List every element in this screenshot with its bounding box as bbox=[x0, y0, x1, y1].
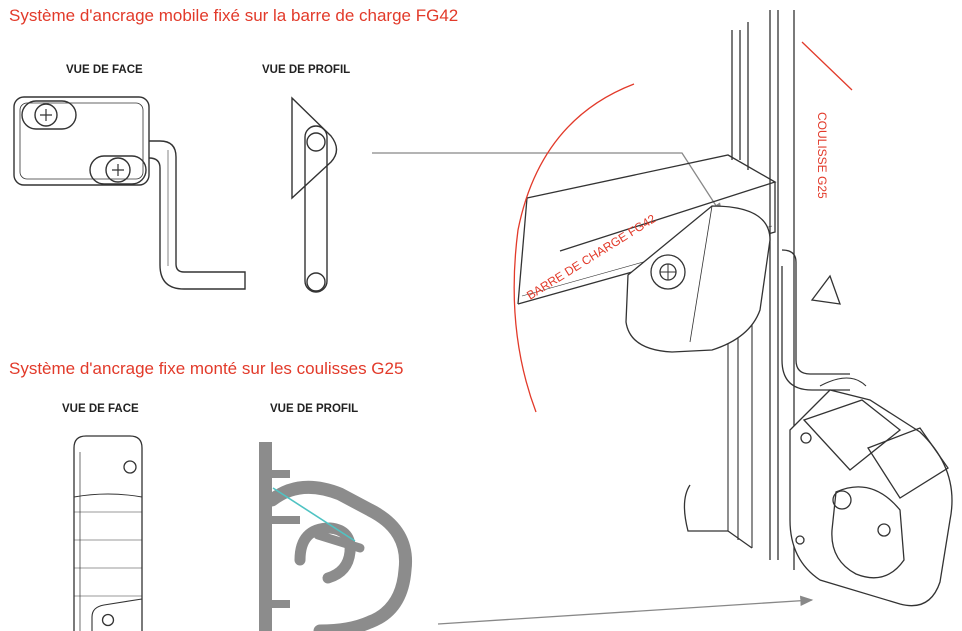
label-slide: COULISSE G25 bbox=[815, 112, 829, 199]
caption-top-profile-view: VUE DE PROFIL bbox=[262, 64, 351, 76]
heading-fixed-anchor: Système d'ancrage fixe monté sur les cou… bbox=[9, 359, 404, 378]
caption-bottom-front-view: VUE DE FACE bbox=[62, 403, 139, 415]
mobile-anchor-front-view bbox=[13, 96, 246, 290]
leader-arrows bbox=[372, 152, 814, 625]
caption-bottom-profile-view: VUE DE PROFIL bbox=[270, 403, 359, 415]
assembly-red-outline bbox=[513, 41, 853, 413]
assembly-isometric-view bbox=[517, 10, 953, 607]
fixed-anchor-front-view bbox=[73, 435, 143, 631]
caption-top-front-view: VUE DE FACE bbox=[66, 64, 143, 76]
fixed-anchor-profile-view bbox=[259, 442, 413, 631]
mobile-anchor-profile-view bbox=[291, 96, 338, 293]
heading-mobile-anchor: Système d'ancrage mobile fixé sur la bar… bbox=[9, 6, 459, 25]
